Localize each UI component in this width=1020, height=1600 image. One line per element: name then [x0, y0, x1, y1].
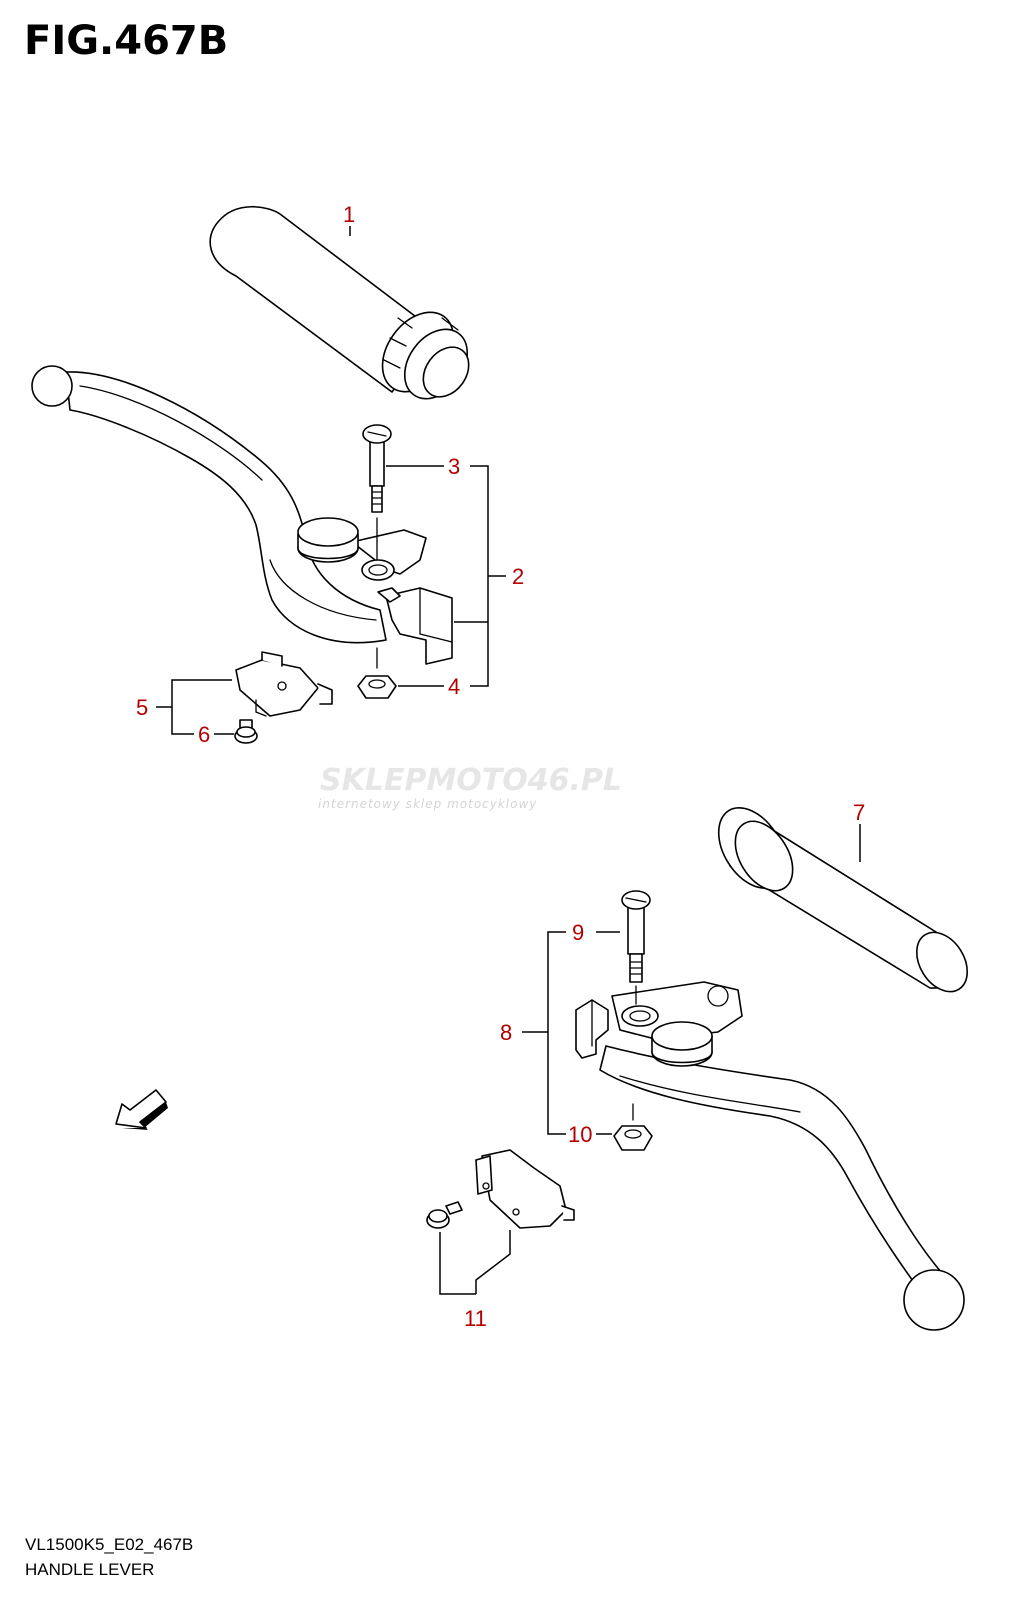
- watermark-tagline: internetowy sklep motocyklowy: [318, 797, 537, 811]
- figure-title: FIG.467B: [24, 18, 229, 64]
- part-2-brake-lever: [31, 365, 453, 665]
- part-4-nut: [357, 647, 397, 699]
- left-callouts: 1 3 2 4 5 6: [136, 202, 524, 747]
- front-direction-arrow-icon: [115, 1089, 168, 1130]
- callout-1: 1: [343, 202, 355, 227]
- callout-7: 7: [853, 800, 865, 825]
- part-8-clutch-lever: [575, 981, 965, 1331]
- model-code: VL1500K5_E02_467B: [25, 1535, 194, 1554]
- part-10-nut: [613, 1103, 653, 1151]
- right-callouts: 7 9 8 10 11: [439, 800, 865, 1331]
- callout-3: 3: [448, 454, 460, 479]
- callout-8: 8: [500, 1020, 512, 1045]
- part-1-left-grip: [209, 206, 470, 400]
- callout-11: 11: [464, 1306, 487, 1331]
- callout-10: 10: [568, 1122, 592, 1147]
- section-name: HANDLE LEVER: [25, 1560, 155, 1579]
- watermark: SKLEPMOTO46.PL internetowy sklep motocyk…: [318, 763, 622, 811]
- part-6-screw: [234, 719, 258, 744]
- part-11-clutch-switch: [426, 1149, 575, 1229]
- callout-6: 6: [198, 722, 210, 747]
- callout-4: 4: [448, 674, 460, 699]
- callout-2: 2: [512, 564, 524, 589]
- part-9-pivot-bolt: [621, 890, 651, 1005]
- callout-9: 9: [572, 920, 584, 945]
- part-7-right-grip: [717, 807, 969, 993]
- callout-5: 5: [136, 695, 148, 720]
- part-5-brake-switch: [235, 651, 333, 717]
- part-3-pivot-bolt: [362, 424, 392, 561]
- watermark-brand: SKLEPMOTO46.PL: [320, 763, 622, 798]
